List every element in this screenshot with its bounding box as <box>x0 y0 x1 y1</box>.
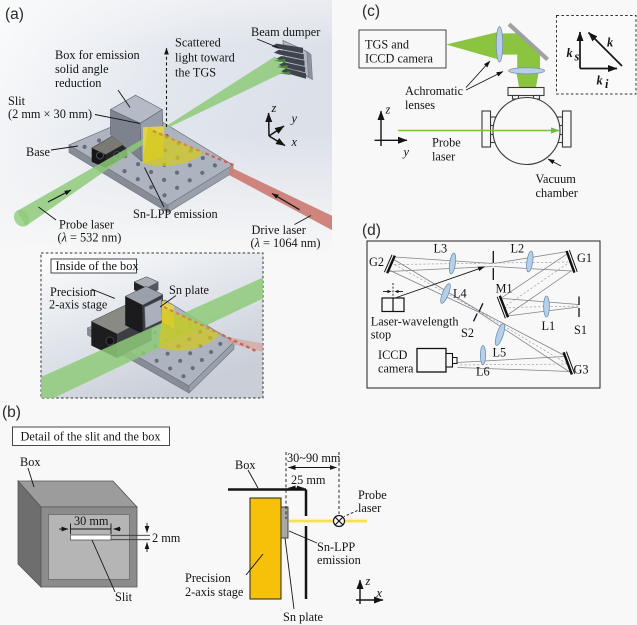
svg-text:y: y <box>290 112 298 126</box>
svg-text:y: y <box>402 145 410 159</box>
svg-text:k: k <box>597 74 604 88</box>
svg-text:2-axis stage: 2-axis stage <box>49 298 108 312</box>
svg-text:chamber: chamber <box>536 186 578 200</box>
svg-text:(λ = 1064 nm): (λ = 1064 nm) <box>251 236 321 250</box>
svg-text:emission: emission <box>317 553 361 567</box>
svg-text:Achromatic: Achromatic <box>405 84 464 98</box>
svg-text:G3: G3 <box>574 363 589 377</box>
svg-text:L5: L5 <box>493 346 507 360</box>
svg-text:Base: Base <box>26 145 50 159</box>
svg-text:Probe laser: Probe laser <box>59 218 114 232</box>
svg-text:Detail of the slit and the box: Detail of the slit and the box <box>21 430 161 444</box>
svg-text:s: s <box>574 50 580 64</box>
svg-text:Scattered: Scattered <box>175 36 221 50</box>
svg-text:Slit: Slit <box>115 590 133 604</box>
svg-text:i: i <box>605 77 609 91</box>
svg-text:Probe: Probe <box>358 488 387 502</box>
svg-text:Vacuum: Vacuum <box>536 172 577 186</box>
svg-text:the TGS: the TGS <box>175 66 216 80</box>
svg-text:2 mm: 2 mm <box>152 531 181 545</box>
svg-text:S1: S1 <box>574 323 587 337</box>
svg-text:x: x <box>376 586 383 600</box>
svg-text:Sn-LPP: Sn-LPP <box>317 540 355 554</box>
svg-text:stop: stop <box>371 328 392 342</box>
svg-text:ICCD camera: ICCD camera <box>365 52 433 66</box>
svg-text:TGS and: TGS and <box>365 38 409 52</box>
svg-text:L4: L4 <box>453 287 467 301</box>
svg-text:2-axis stage: 2-axis stage <box>185 585 244 599</box>
svg-text:Probe: Probe <box>432 136 461 150</box>
svg-text:L2: L2 <box>511 242 525 256</box>
svg-text:reduction: reduction <box>55 76 101 90</box>
svg-text:G2: G2 <box>369 255 384 269</box>
svg-text:solid angle: solid angle <box>55 62 109 76</box>
svg-text:Sn plate: Sn plate <box>169 283 210 297</box>
svg-text:L3: L3 <box>434 242 448 256</box>
svg-text:Box: Box <box>20 455 41 469</box>
svg-text:Precision: Precision <box>50 285 96 299</box>
svg-text:(c): (c) <box>362 3 380 20</box>
svg-text:Precision: Precision <box>185 571 231 585</box>
svg-text:S2: S2 <box>461 326 474 340</box>
svg-text:30 mm: 30 mm <box>74 514 109 528</box>
svg-text:M1: M1 <box>496 282 513 296</box>
svg-text:Beam dumper: Beam dumper <box>251 25 320 39</box>
svg-text:(λ = 532 nm): (λ = 532 nm) <box>58 231 122 245</box>
svg-text:G1: G1 <box>577 251 592 265</box>
svg-text:laser: laser <box>432 150 455 164</box>
svg-text:z: z <box>271 101 277 115</box>
svg-text:Slit: Slit <box>8 94 26 108</box>
svg-text:light toward: light toward <box>175 51 235 65</box>
svg-text:k: k <box>607 36 614 50</box>
svg-text:lenses: lenses <box>405 98 435 112</box>
svg-text:ICCD: ICCD <box>378 348 407 362</box>
svg-text:Box: Box <box>235 458 256 472</box>
svg-text:Inside of the box: Inside of the box <box>56 259 139 273</box>
svg-text:L1: L1 <box>542 319 556 333</box>
svg-text:Sn-LPP emission: Sn-LPP emission <box>133 207 218 221</box>
svg-text:25 mm: 25 mm <box>291 473 326 487</box>
svg-text:Drive laser: Drive laser <box>252 223 306 237</box>
svg-text:Laser-wavelength: Laser-wavelength <box>371 315 459 329</box>
svg-text:(a): (a) <box>5 6 24 23</box>
svg-text:(2 mm × 30 mm): (2 mm × 30 mm) <box>8 107 92 121</box>
svg-text:(b): (b) <box>2 404 21 421</box>
svg-text:laser: laser <box>358 501 381 515</box>
svg-text:Sn plate: Sn plate <box>283 610 324 624</box>
svg-text:x: x <box>291 135 298 149</box>
svg-text:L6: L6 <box>476 365 490 379</box>
svg-text:z: z <box>385 103 391 117</box>
svg-text:(d): (d) <box>362 222 381 239</box>
svg-text:camera: camera <box>378 362 414 376</box>
svg-text:30~90 mm: 30~90 mm <box>287 451 341 465</box>
svg-text:z: z <box>365 574 371 588</box>
svg-text:Box for emission: Box for emission <box>55 48 140 62</box>
svg-text:k: k <box>567 46 574 60</box>
